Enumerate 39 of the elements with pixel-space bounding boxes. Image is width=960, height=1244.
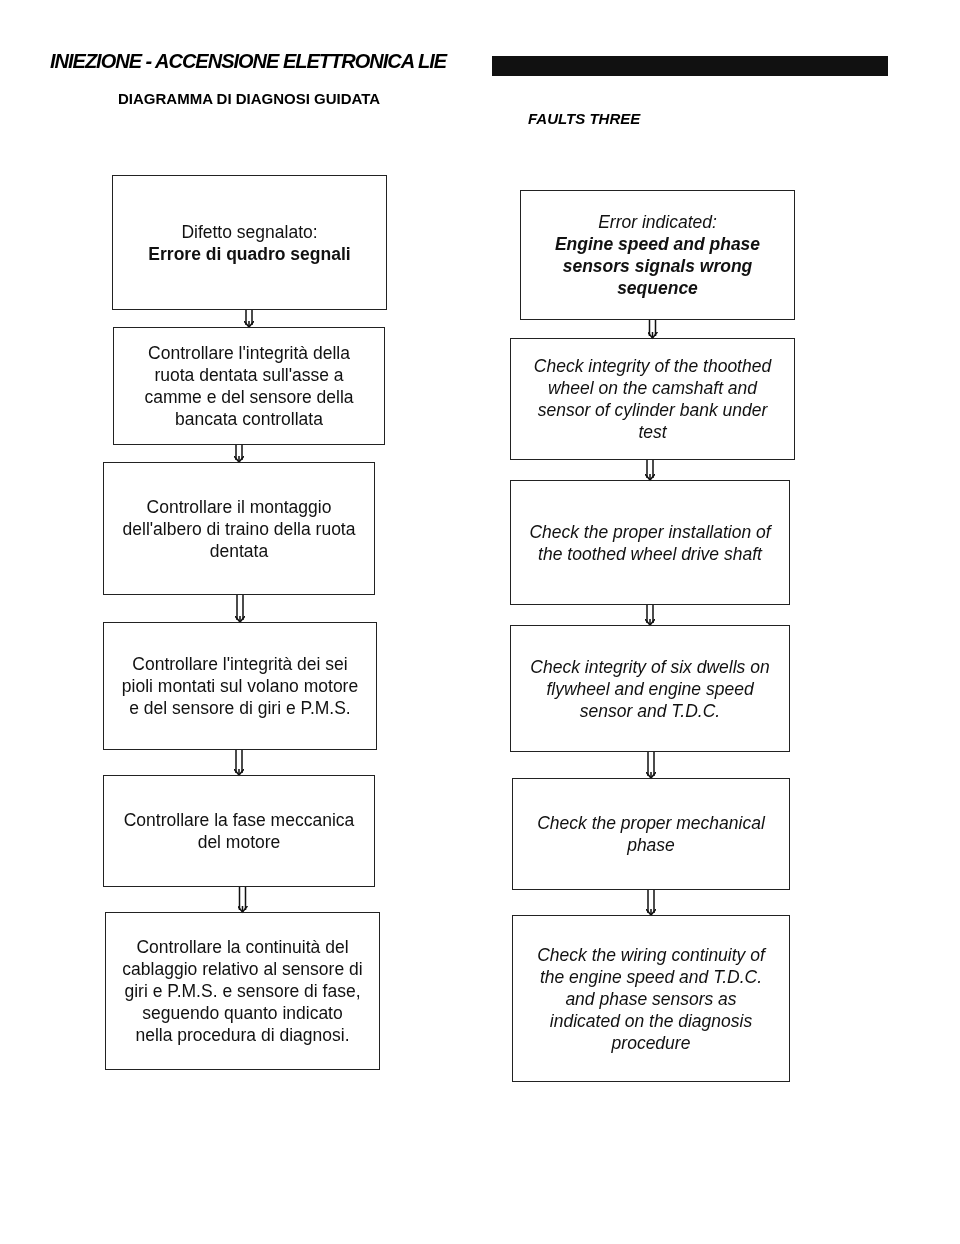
- process-box: [113, 327, 385, 445]
- box-text: Check the proper installation of the toothed wheel drive shaft: [528, 520, 773, 565]
- double-arrow: [233, 749, 245, 776]
- box-text: Controllare l'integrità dei sei pioli montati sul volano motore e del sensore di giri e P.M.S.: [120, 653, 360, 719]
- box-text: Errore di quadro segnali: [148, 242, 351, 265]
- process-box: [112, 175, 387, 310]
- double-arrow: [233, 444, 245, 463]
- header-title: INIEZIONE - ACCENSIONE ELETTRONICA LIE: [50, 50, 447, 73]
- section-heading: DIAGRAMMA DI DIAGNOSI GUIDATA: [118, 90, 381, 107]
- double-arrow: [645, 751, 657, 779]
- double-arrow: [646, 319, 659, 339]
- box-heading: Difetto segnalato:: [181, 220, 318, 243]
- box-text: Engine speed and phase sensors signals wrong sequence: [553, 233, 762, 299]
- double-arrow: [236, 886, 249, 913]
- process-box: [103, 622, 377, 750]
- section-heading: FAULTS THREE: [528, 110, 641, 127]
- box-text: Controllare l'integrità della ruota dentata sull'asse a camme e del sensore della bancata controllata: [143, 342, 355, 430]
- process-box: [510, 338, 795, 460]
- box-text: Controllare la fase meccanica del motore: [122, 809, 356, 853]
- double-arrow: [644, 459, 656, 481]
- process-box: [510, 480, 790, 605]
- box-text: Check integrity of six dwells on flywheel and engine speed sensor and T.D.C.: [529, 655, 771, 722]
- box-text: Check the wiring continuity of the engine speed and T.D.C. and phase sensors as indicated on the diagnosis procedure: [536, 943, 768, 1054]
- box-text: Controllare la continuità del cablaggio relativo al sensore di giri e P.M.S. e sensore di fase, seguendo quanto indicato nella procedura di diagnosi.: [122, 936, 363, 1046]
- double-arrow: [243, 309, 255, 328]
- process-box: [510, 625, 790, 752]
- double-arrow: [234, 594, 246, 623]
- box-text: Controllare il montaggio dell'albero di traino della ruota dentata: [121, 495, 357, 562]
- box-text: Check integrity of the thoothed wheel on the camshaft and sensor of cylinder bank under test: [532, 355, 773, 443]
- process-box: [103, 775, 375, 887]
- process-box: [520, 190, 795, 320]
- process-box: [512, 778, 790, 890]
- box-text: Check the proper mechanical phase: [536, 812, 767, 856]
- double-arrow: [644, 604, 656, 626]
- process-box: [512, 915, 790, 1082]
- double-arrow: [645, 889, 657, 916]
- process-box: [103, 462, 375, 595]
- process-box: [105, 912, 380, 1070]
- box-heading: Error indicated:: [598, 211, 717, 233]
